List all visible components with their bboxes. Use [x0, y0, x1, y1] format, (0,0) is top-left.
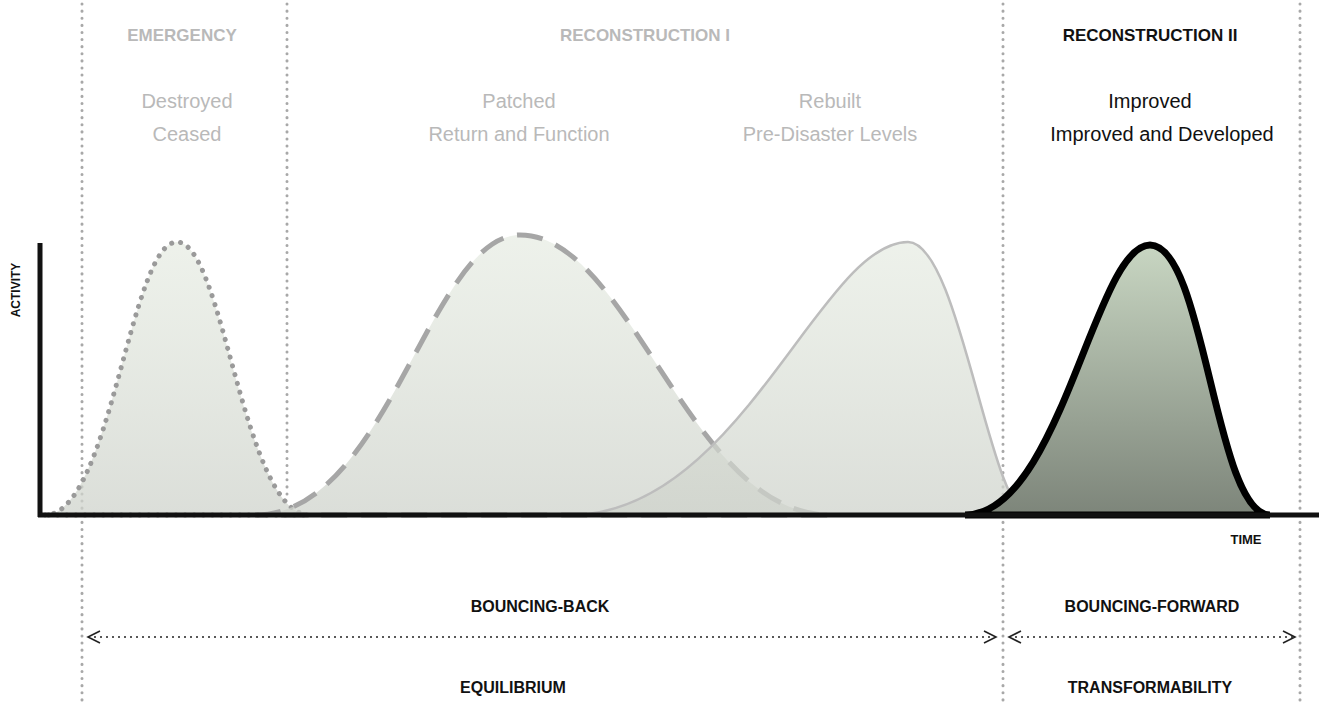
- improved-curve: [965, 245, 1270, 515]
- span-label: BOUNCING-BACK: [471, 598, 610, 616]
- axis-label: TIME: [1230, 533, 1261, 547]
- phase-heading: RECONSTRUCTION I: [560, 27, 730, 46]
- span-label: BOUNCING-FORWARD: [1065, 598, 1240, 616]
- phase-state: Ceased: [153, 123, 222, 145]
- emergency-curve: [45, 242, 310, 515]
- phase-heading: EMERGENCY: [127, 27, 237, 46]
- phase-state: Improved: [1108, 90, 1191, 112]
- phase-state: Return and Function: [428, 123, 609, 145]
- activity-axis: [38, 243, 43, 517]
- rebuilt-curve: [570, 242, 1030, 515]
- span-label: EQUILIBRIUM: [460, 679, 566, 697]
- axis-label: ACTIVITY: [10, 263, 23, 318]
- span-label: TRANSFORMABILITY: [1068, 679, 1232, 697]
- phase-state: Destroyed: [141, 90, 232, 112]
- span-arrow: [88, 631, 1295, 643]
- phase-state: Pre-Disaster Levels: [743, 123, 918, 145]
- phase-state: Rebuilt: [799, 90, 861, 112]
- phase-divider: [82, 4, 1300, 704]
- phase-state: Patched: [482, 90, 555, 112]
- time-axis: [38, 513, 1319, 518]
- phase-state: Improved and Developed: [1050, 123, 1273, 145]
- phase-heading: RECONSTRUCTION II: [1063, 27, 1238, 46]
